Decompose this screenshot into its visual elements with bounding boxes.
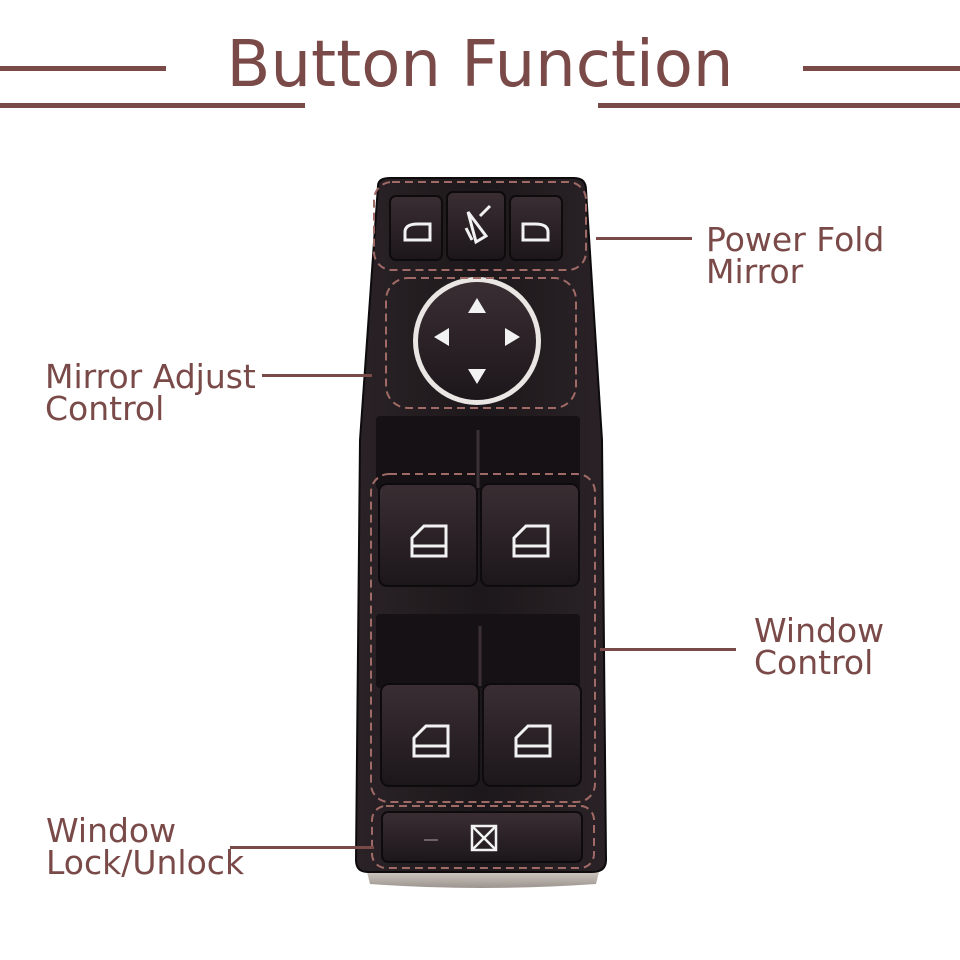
window-recess-rear xyxy=(376,614,580,688)
fold-right-button[interactable] xyxy=(509,195,563,261)
window-buttons xyxy=(378,483,582,787)
arrow-right-icon xyxy=(505,328,520,346)
title-rule-right-top xyxy=(803,66,960,71)
title-rule-left-bottom xyxy=(0,103,305,108)
window-icon xyxy=(514,724,552,758)
window-lock-control xyxy=(381,811,583,863)
arrow-left-icon xyxy=(434,328,449,346)
title-rule-right-bottom xyxy=(598,103,960,108)
mirror-right-icon xyxy=(521,222,550,242)
callout-outline-window-lock xyxy=(371,805,595,869)
window-button-front-left[interactable] xyxy=(378,483,478,587)
mirror-adjust-control xyxy=(413,277,541,405)
fold-button-group xyxy=(389,191,563,261)
mirror-joystick[interactable] xyxy=(418,282,536,400)
title-rule-left-top xyxy=(0,66,166,71)
window-icon xyxy=(410,524,448,558)
callout-outline-mirror-adjust xyxy=(385,277,577,409)
page-title: Button Function xyxy=(226,28,734,102)
leader-power-fold xyxy=(596,237,692,240)
arrow-down-icon xyxy=(468,369,486,384)
window-icon xyxy=(512,524,550,558)
window-button-front-right[interactable] xyxy=(480,483,580,587)
label-mirror-adjust: Mirror Adjust Control xyxy=(45,357,256,428)
leader-window-control xyxy=(600,648,736,651)
window-icon xyxy=(412,724,450,758)
window-button-rear-right[interactable] xyxy=(482,683,582,787)
fold-left-button[interactable] xyxy=(389,195,443,261)
leader-mirror-adjust xyxy=(262,374,372,377)
window-lock-icon xyxy=(470,824,498,852)
fold-center-button[interactable] xyxy=(446,191,506,261)
mirror-fold-icon xyxy=(464,204,492,245)
mirror-left-icon xyxy=(403,222,432,242)
label-power-fold: Power Fold Mirror xyxy=(706,220,885,291)
arrow-up-icon xyxy=(468,298,486,313)
window-button-rear-left[interactable] xyxy=(380,683,480,787)
callout-outline-power-fold xyxy=(373,181,587,271)
label-window-control: Window Control xyxy=(754,611,885,682)
leader-window-lock xyxy=(230,846,374,849)
label-window-lock: Window Lock/Unlock xyxy=(46,811,245,882)
callout-outline-window-control xyxy=(370,473,596,803)
